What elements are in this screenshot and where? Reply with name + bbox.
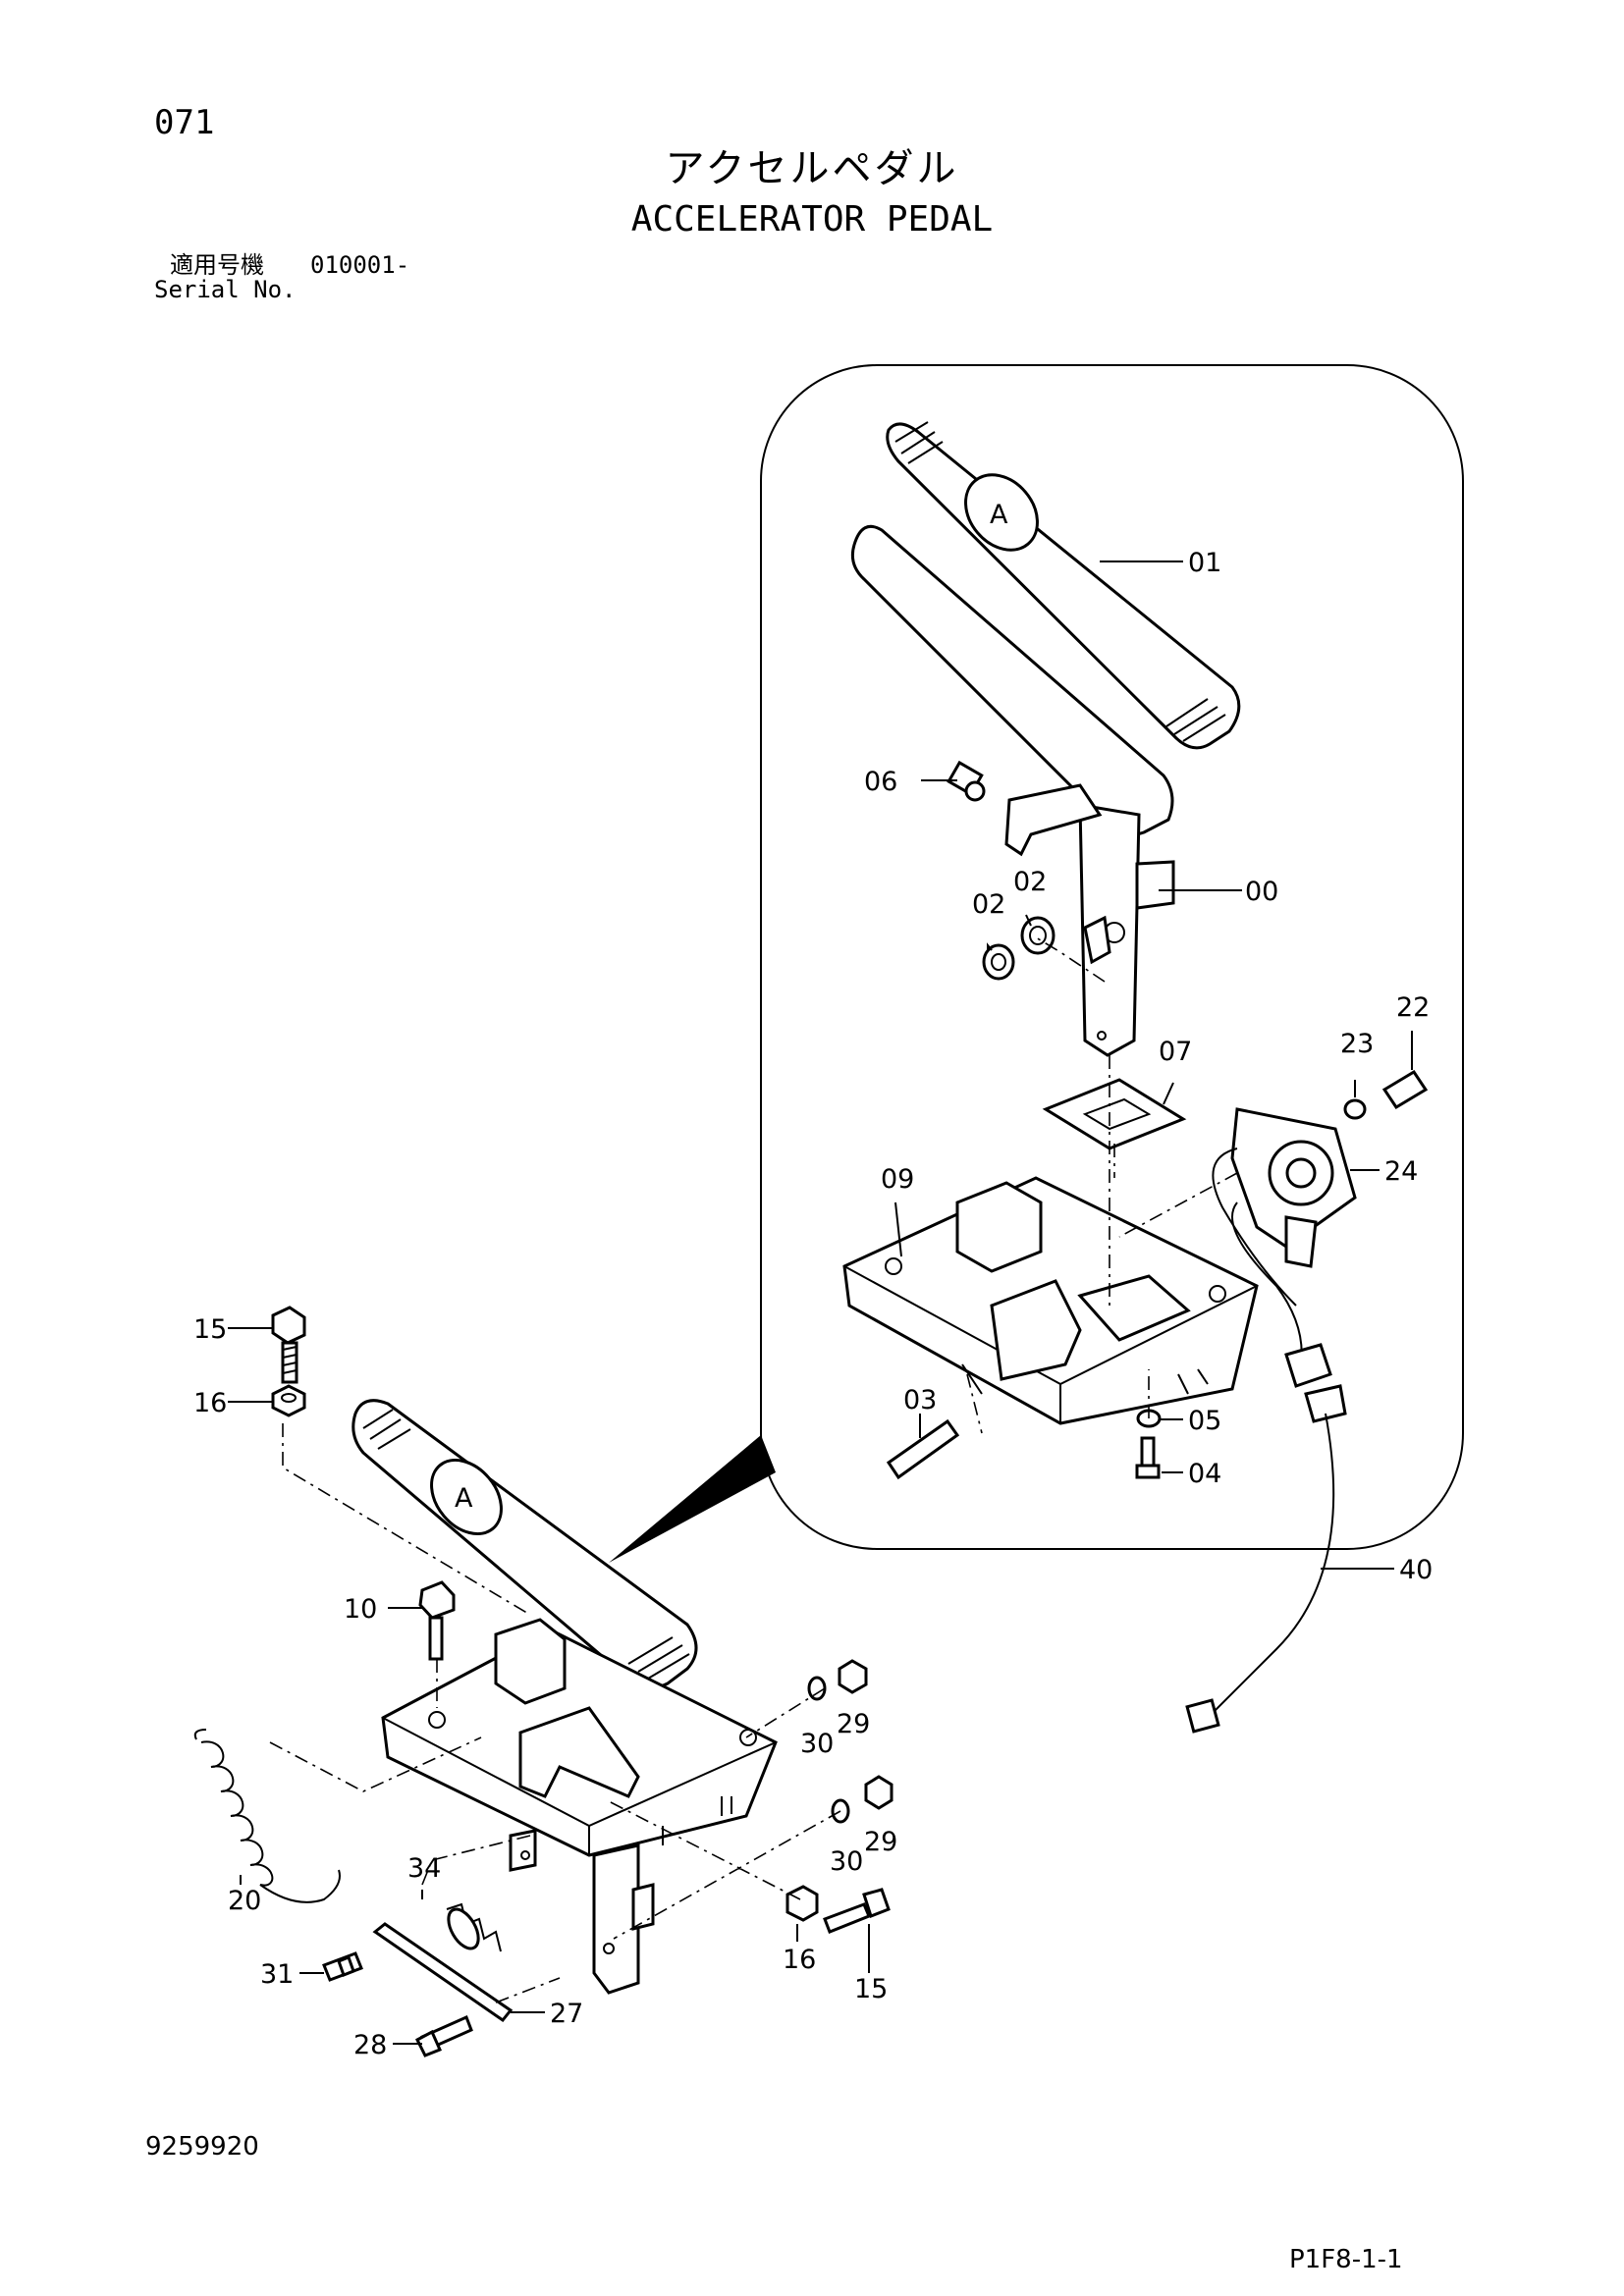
- pedal-pad-detail: [886, 421, 1241, 750]
- callout-01: 01: [1188, 548, 1221, 578]
- leader-lines: [228, 561, 1413, 2045]
- washer-bolt-detail: [1135, 1409, 1162, 1479]
- nut-washer-29-30-lower: [831, 1775, 893, 1824]
- stopper-bar: [372, 1922, 514, 2023]
- callout-29-upper: 29: [837, 1709, 870, 1739]
- nut-16-lower: [785, 1885, 819, 1922]
- bolt-28: [415, 2014, 473, 2057]
- callout-15-upper: 15: [193, 1314, 227, 1345]
- detail-frame: [760, 364, 1464, 1550]
- title-japanese: アクセルペダル: [665, 146, 959, 191]
- serial-value: 010001-: [310, 251, 410, 279]
- callout-34: 34: [407, 1853, 441, 1884]
- title-english: ACCELERATOR PEDAL: [630, 199, 994, 240]
- small-spring: [446, 1902, 502, 1952]
- callout-20: 20: [228, 1886, 261, 1916]
- callout-29-lower: 29: [864, 1827, 897, 1857]
- pedal-emblem-detail: A: [990, 500, 1008, 530]
- callout-31: 31: [260, 1959, 294, 1990]
- bolt-10: [418, 1580, 456, 1661]
- callout-00: 00: [1245, 877, 1278, 907]
- serial-label-japanese: 適用号機: [170, 251, 264, 279]
- base-plate-main: [381, 1618, 778, 1995]
- callout-02a: 02: [1013, 867, 1047, 897]
- cover-plate: [1042, 1078, 1187, 1150]
- callout-15-lower: 15: [854, 1974, 888, 2004]
- bushing-b: [982, 943, 1015, 981]
- callout-27: 27: [550, 1999, 583, 2029]
- callout-04: 04: [1188, 1459, 1221, 1489]
- callout-28: 28: [353, 2030, 387, 2060]
- callout-06: 06: [864, 767, 897, 797]
- cable: [1212, 1413, 1335, 1714]
- serial-label-english: Serial No.: [154, 276, 297, 303]
- bushing-a: [1020, 916, 1056, 955]
- base-plate-detail: [842, 1176, 1259, 1425]
- bolt-31: [322, 1951, 363, 1982]
- callout-16-upper: 16: [193, 1388, 227, 1418]
- callout-30-upper: 30: [800, 1729, 834, 1759]
- callout-30-lower: 30: [830, 1846, 863, 1877]
- sensor-lead: [1212, 1148, 1297, 1307]
- callout-03: 03: [903, 1385, 937, 1415]
- callout-22: 22: [1396, 992, 1430, 1023]
- callout-05: 05: [1188, 1406, 1221, 1436]
- callout-02b: 02: [972, 889, 1005, 920]
- bolt-15-upper: [271, 1306, 306, 1384]
- callout-23: 23: [1340, 1029, 1374, 1059]
- pedal-pad-main: [352, 1399, 698, 1689]
- page-number: 071: [154, 103, 215, 142]
- bolt-15-lower: [823, 1888, 891, 1934]
- pedal-emblem-main: A: [455, 1483, 473, 1514]
- pin: [886, 1418, 960, 1480]
- return-spring: [193, 1729, 341, 1903]
- page-code: P1F8-1-1: [1289, 2245, 1403, 2274]
- document-number: 9259920: [145, 2132, 259, 2162]
- pedal-arm-detail: [850, 524, 1175, 1057]
- callout-24: 24: [1384, 1156, 1418, 1187]
- callout-10: 10: [344, 1594, 377, 1625]
- nut-16-upper: [271, 1384, 306, 1417]
- cable-connector: [1185, 1698, 1220, 1734]
- callout-09: 09: [881, 1164, 914, 1195]
- grease-nipple-detail: [947, 760, 986, 802]
- callout-16-lower: 16: [783, 1945, 816, 1975]
- callout-07: 07: [1159, 1037, 1192, 1067]
- detail-pointer: [609, 1435, 776, 1563]
- callout-40: 40: [1399, 1555, 1433, 1585]
- assembly-lines: [269, 936, 1238, 2003]
- sensor-assembly: [1230, 1069, 1429, 1423]
